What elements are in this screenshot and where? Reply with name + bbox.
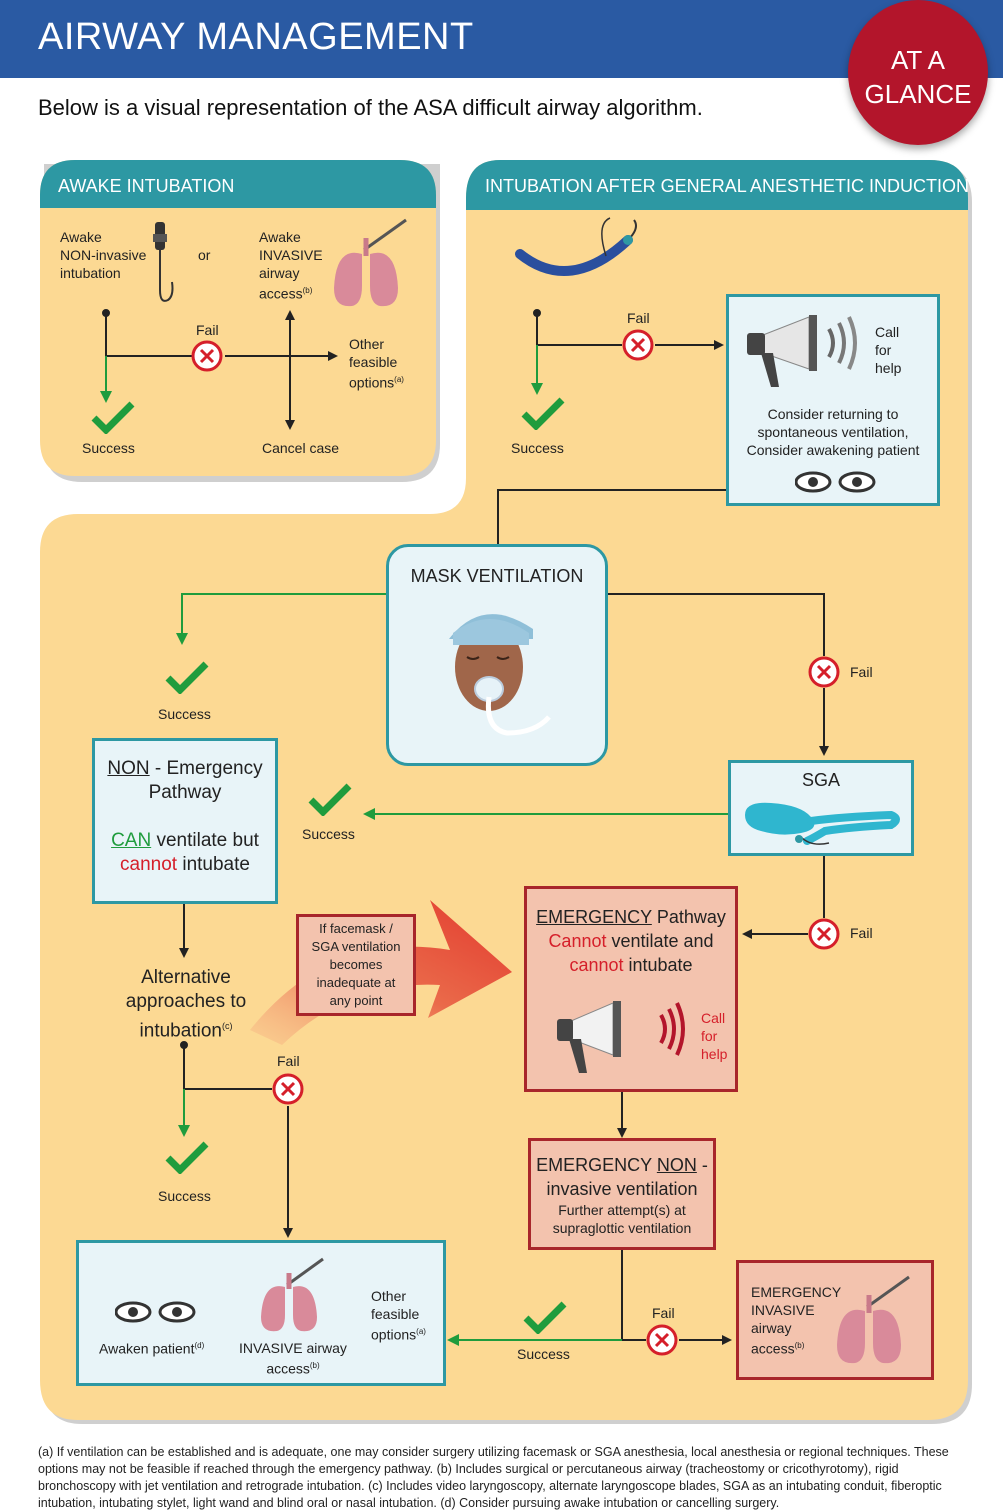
success-check-icon — [165, 1141, 209, 1174]
megaphone-red-icon — [557, 1001, 685, 1073]
eyes-icon — [795, 471, 876, 493]
mask-ventilation-title: MASK VENTILATION — [410, 566, 584, 586]
awake-or: or — [198, 247, 211, 263]
badge-line-1: AT A — [891, 45, 945, 75]
success-check-icon — [521, 397, 565, 430]
non-emergency-pathway-box: NON - Emergency Pathway CAN ventilate bu… — [92, 738, 278, 904]
intro-text: Below is a visual representation of the … — [38, 95, 703, 120]
mask-fail-label: Fail — [850, 664, 873, 680]
at-a-glance-badge: AT A GLANCE — [848, 0, 988, 145]
success-check-icon — [308, 783, 352, 816]
awake-panel — [40, 160, 440, 482]
awaken-patient-label: Awaken patient(d) — [99, 1340, 205, 1357]
fail-x-icon — [191, 340, 223, 372]
mask-success-label: Success — [158, 706, 211, 722]
awake-fail-label: Fail — [196, 322, 219, 338]
header-bar — [0, 0, 1003, 78]
awake-cancel-label: Cancel case — [262, 440, 340, 456]
can-ventilate-text: CAN ventilate but cannot intubate — [111, 830, 259, 875]
megaphone-icon — [747, 315, 857, 387]
fail-x-icon — [808, 918, 840, 950]
badge-line-2: GLANCE — [864, 79, 972, 109]
fail-x-icon — [646, 1324, 678, 1356]
emergency-title: EMERGENCY Pathway Cannot ventilate and c… — [536, 907, 726, 975]
emergency-pathway-box: EMERGENCY Pathway Cannot ventilate and c… — [524, 886, 738, 1092]
page-title: AIRWAY MANAGEMENT — [38, 16, 474, 58]
lungs-icon — [837, 1275, 910, 1364]
fail-x-icon — [622, 329, 654, 361]
sga-success-label: Success — [302, 826, 355, 842]
general-fail-label: Fail — [627, 310, 650, 326]
success-check-icon — [523, 1301, 567, 1334]
fiberoptic-scope-icon — [153, 222, 174, 302]
footnote: (a) If ventilation can be established an… — [38, 1445, 949, 1510]
lungs-icon — [334, 218, 407, 307]
endotracheal-tube-icon — [515, 217, 637, 277]
success-check-icon — [91, 401, 135, 434]
general-success-label: Success — [511, 440, 564, 456]
lungs-icon — [261, 1257, 324, 1332]
noninvasive-success-label: Success — [517, 1346, 570, 1362]
sga-box: SGA — [728, 760, 914, 856]
sga-title: SGA — [801, 770, 840, 790]
patient-mask-icon — [449, 614, 551, 736]
eyes-icon — [115, 1301, 196, 1323]
alternative-fail-label: Fail — [277, 1053, 300, 1069]
fail-x-icon — [272, 1073, 304, 1105]
mask-ventilation-box: MASK VENTILATION — [386, 544, 608, 766]
awake-title: AWAKE INTUBATION — [58, 176, 235, 196]
alternative-success-label: Success — [158, 1188, 211, 1204]
fail-x-icon — [808, 656, 840, 688]
non-emergency-title: NON - Emergency Pathway — [107, 758, 263, 803]
success-check-icon — [165, 661, 209, 694]
general-title: INTUBATION AFTER GENERAL ANESTHETIC INDU… — [485, 176, 970, 196]
sga-device-icon — [745, 802, 900, 845]
awake-success-label: Success — [82, 440, 135, 456]
emergency-noninvasive-box: EMERGENCY NON - invasive ventilation Fur… — [528, 1138, 716, 1250]
noninvasive-fail-label: Fail — [652, 1305, 675, 1321]
sga-fail-label: Fail — [850, 925, 873, 941]
